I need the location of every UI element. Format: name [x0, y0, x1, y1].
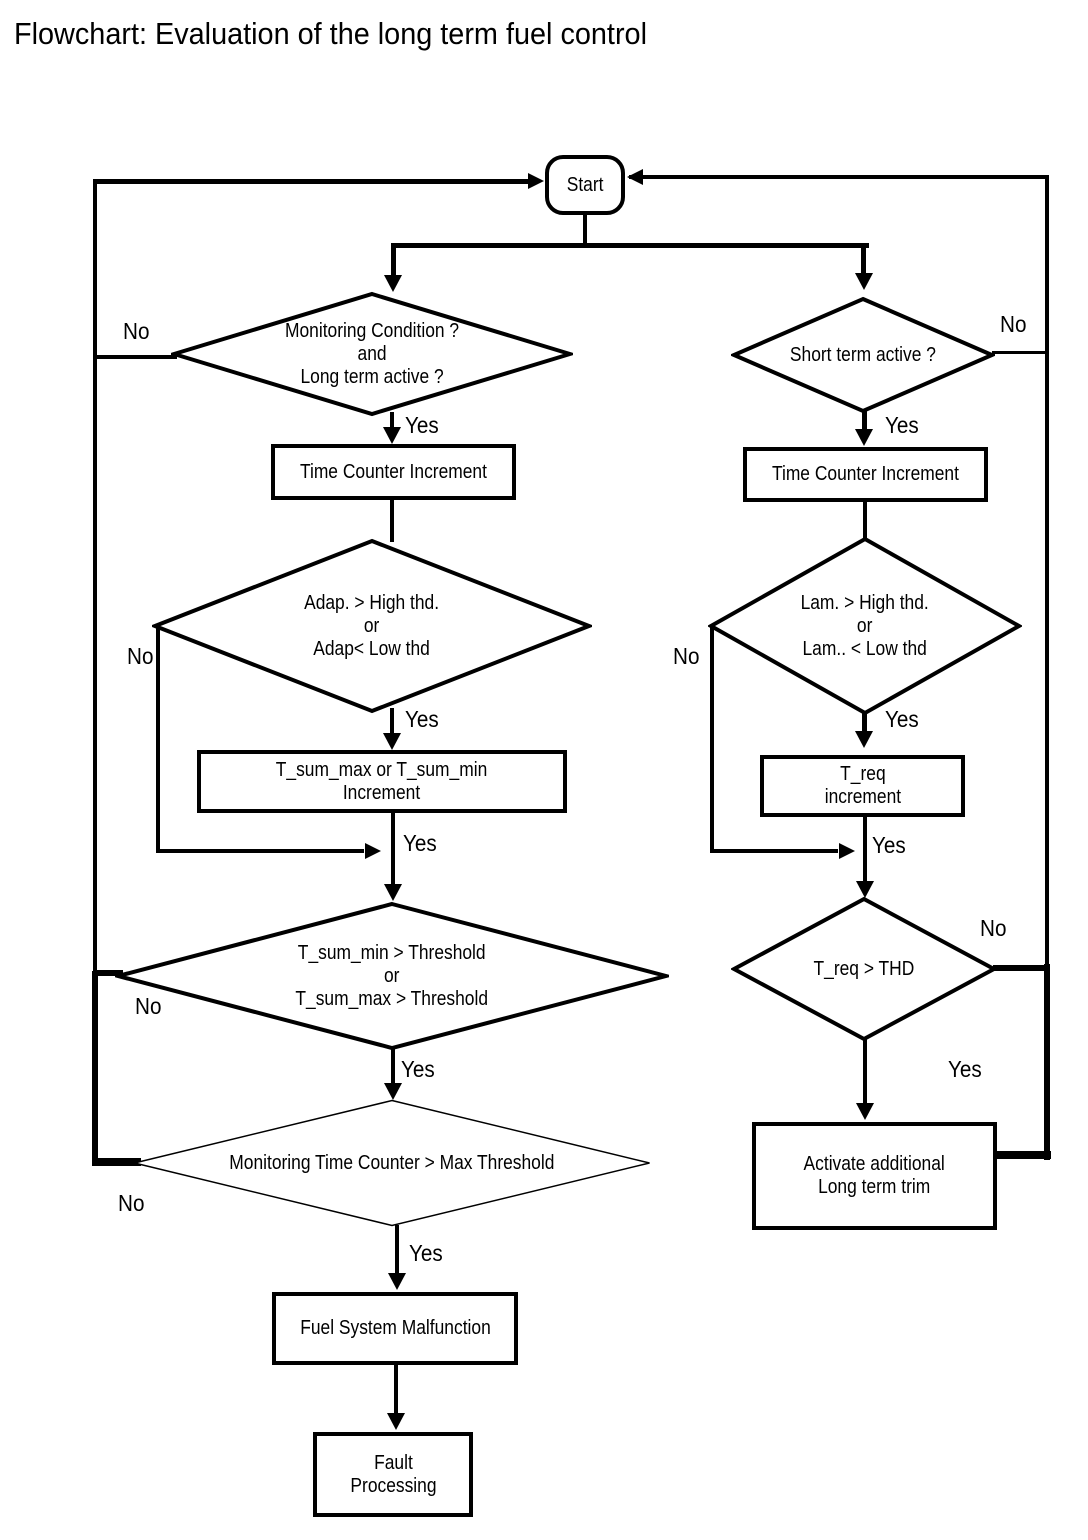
- connector-left-d4-yes: [395, 1225, 399, 1274]
- decision-treq-thd-label: T_req > THD: [813, 957, 915, 980]
- decision-treq-thd: T_req > THD: [731, 896, 997, 1042]
- label-no-right-d1: No: [1000, 311, 1027, 337]
- arrow-into-start-left: [528, 173, 544, 189]
- connector-right-d2-no-vertical: [710, 626, 714, 853]
- label-yes-left-d2: Yes: [405, 706, 439, 732]
- arrow-into-right-box1: [855, 429, 873, 446]
- connector-left-d4-no: [93, 1158, 141, 1166]
- process-left-time-counter: Time Counter Increment: [271, 444, 516, 500]
- label-yes-left-merge: Yes: [403, 830, 437, 856]
- decision-adap-threshold: Adap. > High thd. or Adap< Low thd: [152, 538, 592, 714]
- decision-tsum-threshold-label: T_sum_min > Threshold or T_sum_max > Thr…: [295, 941, 489, 1010]
- arrow-into-left-d3: [384, 884, 402, 901]
- connector-right-return-vertical-thick: [1044, 964, 1050, 1160]
- connector-return-right-to-start: [629, 175, 1047, 179]
- connector-right-d1-yes: [862, 409, 867, 429]
- connector-branch-left-drop: [391, 243, 396, 277]
- arrow-into-left-decision-1: [384, 275, 402, 292]
- decision-short-term-active-label: Short term active ?: [789, 343, 937, 366]
- connector-right-d1-no: [992, 351, 1047, 354]
- connector-right-d2-no-horizontal: [710, 849, 838, 853]
- arrow-into-fault-box: [387, 1413, 405, 1430]
- label-no-right-d3: No: [980, 915, 1007, 941]
- decision-lam-threshold: Lam. > High thd. or Lam.. < Low thd: [708, 536, 1022, 716]
- connector-left-return-vertical-thick: [92, 971, 98, 1166]
- connector-branch-horizontal: [391, 243, 869, 248]
- connector-return-left-to-start: [95, 179, 531, 184]
- label-no-left-d2: No: [127, 643, 154, 669]
- process-fuel-system-malfunction-label: Fuel System Malfunction: [299, 1317, 491, 1339]
- process-fault-processing: Fault Processing: [313, 1432, 473, 1517]
- connector-left-d1-yes: [390, 412, 394, 430]
- arrow-into-left-box2: [383, 733, 401, 750]
- arrow-into-left-d4: [384, 1083, 402, 1100]
- process-treq-increment-label: T_req increment: [824, 763, 901, 808]
- label-no-right-d2: No: [673, 643, 700, 669]
- process-fuel-system-malfunction: Fuel System Malfunction: [272, 1292, 518, 1365]
- connector-left-d3-no: [95, 970, 123, 976]
- connector-left-box2-d3: [391, 813, 395, 885]
- process-left-time-counter-label: Time Counter Increment: [300, 460, 487, 483]
- label-yes-left-d1: Yes: [405, 412, 439, 438]
- arrow-into-right-box2: [855, 731, 873, 748]
- label-yes-left-d3: Yes: [401, 1056, 435, 1082]
- decision-tsum-threshold: T_sum_min > Threshold or T_sum_max > Thr…: [115, 901, 669, 1051]
- process-treq-increment: T_req increment: [760, 755, 965, 817]
- connector-malfunction-fault: [394, 1365, 398, 1414]
- process-tsum-increment: T_sum_max or T_sum_min Increment: [197, 750, 567, 813]
- label-yes-right-d2: Yes: [885, 706, 919, 732]
- label-no-left-d4: No: [118, 1190, 145, 1216]
- connector-left-d2-no-vertical: [156, 624, 160, 853]
- label-no-left-d3: No: [135, 993, 162, 1019]
- label-yes-right-d3: Yes: [948, 1056, 982, 1082]
- connector-start-stub: [583, 215, 587, 245]
- arrow-into-start-right: [627, 169, 643, 185]
- decision-monitoring-condition: Monitoring Condition ? and Long term act…: [171, 291, 573, 417]
- arrow-into-right-decision-1: [855, 273, 873, 290]
- arrow-into-left-box1: [383, 427, 401, 444]
- decision-monitoring-time-counter-label: Monitoring Time Counter > Max Threshold: [229, 1151, 555, 1174]
- arrow-right-no-merge: [839, 843, 855, 859]
- arrow-into-right-d3: [856, 881, 874, 898]
- decision-lam-threshold-label: Lam. > High thd. or Lam.. < Low thd: [800, 591, 930, 660]
- connector-right-d3-no: [993, 965, 1047, 971]
- connector-left-d1-no: [95, 355, 177, 359]
- decision-short-term-active: Short term active ?: [731, 296, 995, 414]
- connector-left-d3-yes: [391, 1046, 395, 1084]
- decision-monitoring-time-counter: Monitoring Time Counter > Max Threshold: [133, 1099, 651, 1227]
- label-yes-right-merge: Yes: [872, 832, 906, 858]
- page-title: Flowchart: Evaluation of the long term f…: [14, 16, 647, 51]
- connector-activate-return: [997, 1151, 1051, 1159]
- connector-left-box1-d2: [390, 500, 394, 542]
- arrow-left-no-merge: [365, 843, 381, 859]
- process-right-time-counter-label: Time Counter Increment: [772, 463, 959, 485]
- decision-adap-threshold-label: Adap. > High thd. or Adap< Low thd: [304, 591, 440, 660]
- process-right-time-counter: Time Counter Increment: [743, 447, 988, 502]
- process-fault-processing-label: Fault Processing: [349, 1451, 437, 1497]
- label-no-left-d1: No: [123, 318, 150, 344]
- process-tsum-increment-label: T_sum_max or T_sum_min Increment: [276, 758, 488, 804]
- connector-right-box2-d3: [863, 817, 867, 881]
- arrow-into-malfunction-box: [388, 1273, 406, 1290]
- connector-left-d2-yes: [390, 708, 394, 734]
- connector-right-box1-d2: [863, 502, 867, 538]
- connector-right-return-vertical: [1045, 175, 1049, 970]
- process-activate-long-term-trim-label: Activate additional Long term trim: [803, 1153, 946, 1198]
- start-node: Start: [545, 155, 625, 215]
- start-node-label: Start: [566, 173, 604, 196]
- label-yes-right-d1: Yes: [885, 412, 919, 438]
- label-yes-left-d4: Yes: [409, 1240, 443, 1266]
- decision-monitoring-condition-label: Monitoring Condition ? and Long term act…: [284, 319, 460, 388]
- connector-right-d3-yes: [863, 1038, 867, 1104]
- connector-left-d2-no-horizontal: [156, 849, 364, 853]
- connector-right-d2-yes: [862, 710, 867, 732]
- connector-left-return-vertical: [93, 179, 97, 979]
- arrow-into-activate-box: [856, 1103, 874, 1120]
- process-activate-long-term-trim: Activate additional Long term trim: [752, 1122, 997, 1230]
- connector-branch-right-drop: [861, 243, 866, 275]
